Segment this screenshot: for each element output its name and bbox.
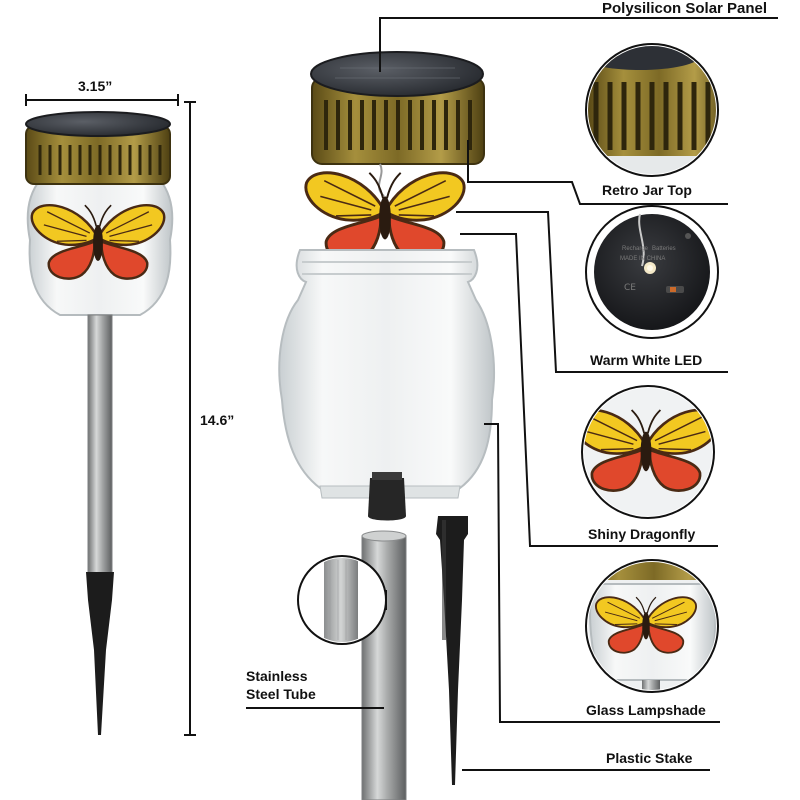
zoom-lampshade	[585, 559, 719, 693]
led-switch-line3: MADE IN CHINA	[620, 256, 665, 262]
led-switch-line1: Recharge	[622, 246, 649, 252]
spike-icon	[86, 572, 114, 735]
callout-lines	[246, 17, 778, 771]
width-dimension-label: 3.15”	[78, 78, 113, 94]
callout-tube-line1: Stainless	[246, 668, 308, 684]
callout-jar-top: Retro Jar Top	[602, 182, 692, 198]
callout-dragonfly: Shiny Dragonfly	[588, 526, 696, 542]
callout-stake: Plastic Stake	[606, 750, 693, 766]
zoom-led: Recharge Batteries MADE IN CHINA CE	[585, 205, 719, 339]
zoom-jar-top	[585, 43, 719, 177]
height-dimension-label: 14.6”	[200, 412, 235, 428]
led-switch-line2: Batteries	[652, 246, 676, 252]
callout-solar-panel: Polysilicon Solar Panel	[602, 0, 768, 17]
assembled-light	[25, 94, 196, 736]
solar-panel-icon	[25, 111, 171, 137]
zoom-steel-tube	[297, 555, 387, 645]
steel-tube	[87, 314, 113, 581]
svg-text:CE: CE	[624, 283, 636, 293]
callout-lampshade: Glass Lampshade	[586, 702, 706, 718]
callout-tube-line2: Steel Tube	[246, 686, 316, 702]
callout-led: Warm White LED	[590, 352, 703, 368]
zoom-butterfly	[581, 385, 715, 519]
